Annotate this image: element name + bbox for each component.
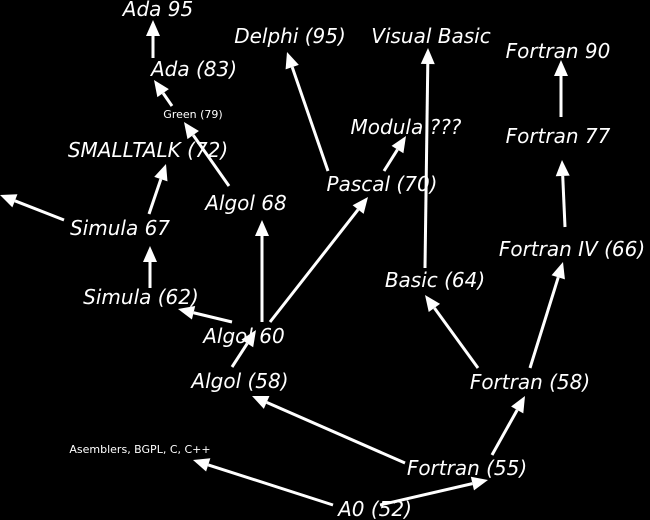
node-fortran77: Fortran 77 [506, 124, 611, 148]
node-ada83: Ada (83) [149, 57, 237, 81]
node-algol58: Algol (58) [189, 369, 288, 393]
edge-simula67-to-smalltalk [147, 178, 163, 215]
arrowhead-algol60-to-simula62 [178, 305, 196, 320]
edge-a052-to-asm [207, 463, 334, 507]
arrowhead-fortran77-to-fortran90 [554, 60, 568, 76]
arrowhead-simula67-to-offpage [0, 194, 18, 208]
arrowhead-simula62-to-simula67 [143, 246, 157, 262]
edge-fortran58-to-fortran4 [528, 276, 560, 369]
node-ada95: Ada 95 [121, 0, 193, 21]
node-fortran4: Fortran IV (66) [499, 237, 645, 261]
edge-fortran55-to-fortran58 [490, 409, 519, 456]
arrowhead-pascal70-to-modula [391, 136, 406, 154]
node-basic64: Basic (64) [385, 268, 485, 292]
node-simula67: Simula 67 [70, 216, 170, 240]
node-simula62: Simula (62) [83, 285, 199, 309]
edge-pascal70-to-modula [382, 148, 399, 172]
edge-algol60-to-simula62 [193, 311, 233, 324]
node-modula: Modula ??? [351, 115, 462, 139]
edge-algol58-to-algol60 [230, 342, 249, 368]
edge-green79-to-ada83 [161, 92, 174, 107]
node-pascal70: Pascal (70) [327, 172, 438, 196]
edge-algol68-to-green79 [191, 134, 231, 187]
node-vb: Visual Basic [371, 24, 490, 48]
node-fortran55: Fortran (55) [407, 456, 527, 480]
node-asm: Asemblers, BGPL, C, C++ [69, 443, 210, 456]
arrowhead-a052-to-asm [193, 458, 211, 472]
edge-fortran55-to-algol58 [266, 401, 406, 465]
edge-a052-to-fortran55 [379, 482, 473, 507]
arrowhead-fortran58-to-basic64 [425, 295, 441, 313]
arrowhead-simula67-to-smalltalk [154, 164, 168, 182]
arrowhead-algol68-to-green79 [184, 122, 199, 140]
arrowhead-fortran58-to-fortran4 [551, 262, 565, 280]
edge-simula67-to-offpage [14, 199, 65, 222]
edge-algol60-to-pascal70 [268, 208, 360, 323]
arrowhead-algol60-to-algol68 [255, 220, 269, 236]
arrowhead-basic64-to-vb [420, 48, 435, 65]
edge-pascal70-to-delphi95 [290, 66, 330, 172]
arrowhead-pascal70-to-delphi95 [285, 52, 299, 70]
edge-fortran58-to-basic64 [433, 307, 480, 369]
arrowhead-a052-to-fortran55 [470, 476, 488, 491]
node-fortran58: Fortran (58) [470, 370, 590, 394]
arrowhead-ada83-to-ada95 [146, 20, 160, 36]
edge-basic64-to-vb [423, 63, 430, 269]
arrowhead-green79-to-ada83 [154, 80, 169, 98]
node-delphi95: Delphi (95) [234, 24, 346, 48]
edges [0, 20, 570, 507]
node-green79: Green (79) [163, 108, 222, 121]
edge-fortran4-to-fortran77 [561, 175, 567, 228]
node-fortran90: Fortran 90 [506, 39, 611, 63]
node-algol68: Algol 68 [203, 191, 287, 215]
arrowhead-fortran55-to-fortran58 [511, 396, 525, 414]
arrowhead-fortran55-to-algol58 [252, 396, 270, 409]
node-smalltalk72: SMALLTALK (72) [68, 138, 228, 162]
arrowhead-fortran4-to-fortran77 [555, 160, 570, 177]
node-algol60: Algol 60 [201, 324, 285, 348]
node-a052: A0 (52) [336, 497, 412, 520]
arrowhead-algol58-to-algol60 [241, 330, 256, 348]
arrowhead-algol60-to-pascal70 [352, 197, 368, 214]
